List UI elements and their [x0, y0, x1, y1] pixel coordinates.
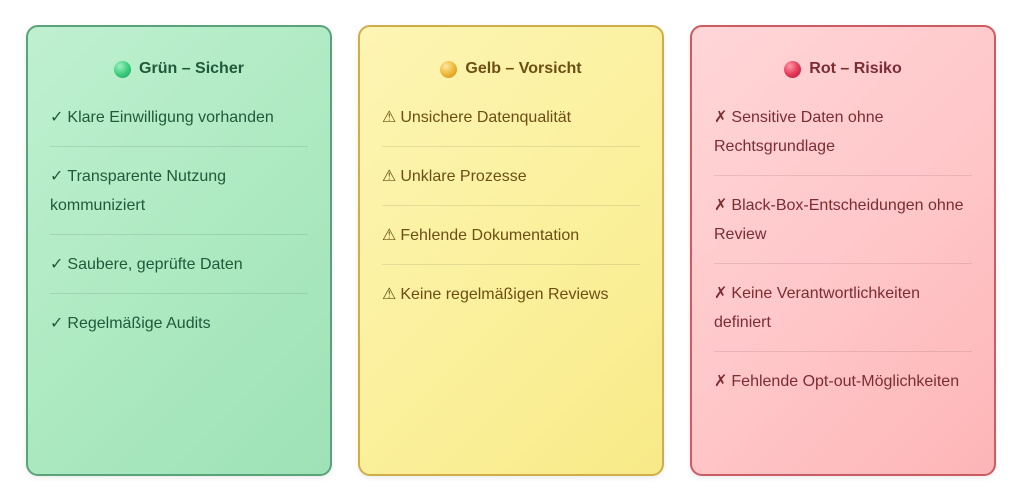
warning-icon: ⚠	[382, 109, 397, 126]
list-item: ✗Black-Box-Entscheidungen ohne Review	[714, 191, 972, 264]
card-header: Grün – Sicher	[50, 49, 308, 89]
warning-icon: ⚠	[382, 168, 397, 185]
cross-icon: ✗	[714, 285, 728, 302]
list-item: ✓Transparente Nutzung kommuniziert	[50, 162, 308, 235]
green-status-dot-icon	[114, 60, 132, 78]
check-icon: ✓	[50, 168, 64, 185]
item-list: ✗Sensitive Daten ohne Rechtsgrundlage ✗B…	[714, 103, 972, 410]
card-yellow-caution: Gelb – Vorsicht ⚠Unsichere Datenqualität…	[358, 25, 664, 476]
list-item: ✓Regelmäßige Audits	[50, 315, 211, 332]
red-status-dot-icon	[784, 60, 802, 78]
list-item: ⚠Unsichere Datenqualität	[382, 103, 640, 147]
cross-icon: ✗	[714, 197, 728, 214]
card-header: Rot – Risiko	[714, 49, 972, 89]
list-item: ✓Klare Einwilligung vorhanden	[50, 103, 308, 147]
list-item: ⚠Unklare Prozesse	[382, 162, 640, 206]
item-list: ✓Klare Einwilligung vorhanden ✓Transpare…	[50, 103, 308, 352]
check-icon: ✓	[50, 315, 64, 332]
check-icon: ✓	[50, 256, 64, 273]
card-title: Gelb – Vorsicht	[465, 60, 582, 77]
cross-icon: ✗	[714, 373, 728, 390]
list-item: ✗Sensitive Daten ohne Rechtsgrundlage	[714, 103, 972, 176]
cross-icon: ✗	[714, 109, 728, 126]
list-item: ✓Saubere, geprüfte Daten	[50, 250, 308, 294]
card-title: Rot – Risiko	[809, 60, 902, 77]
warning-icon: ⚠	[382, 286, 397, 303]
list-item: ✗Keine Verantwortlichkeiten definiert	[714, 279, 972, 352]
check-icon: ✓	[50, 109, 64, 126]
list-item: ⚠Fehlende Dokumentation	[382, 221, 640, 265]
card-title: Grün – Sicher	[139, 60, 244, 77]
list-item: ⚠Keine regelmäßigen Reviews	[382, 286, 609, 303]
warning-icon: ⚠	[382, 227, 397, 244]
list-item: ✗Fehlende Opt-out-Möglichkeiten	[714, 373, 960, 390]
card-red-risk: Rot – Risiko ✗Sensitive Daten ohne Recht…	[690, 25, 996, 476]
yellow-status-dot-icon	[440, 60, 458, 78]
item-list: ⚠Unsichere Datenqualität ⚠Unklare Prozes…	[382, 103, 640, 323]
card-green-safe: Grün – Sicher ✓Klare Einwilligung vorhan…	[26, 25, 332, 476]
card-header: Gelb – Vorsicht	[382, 49, 640, 89]
